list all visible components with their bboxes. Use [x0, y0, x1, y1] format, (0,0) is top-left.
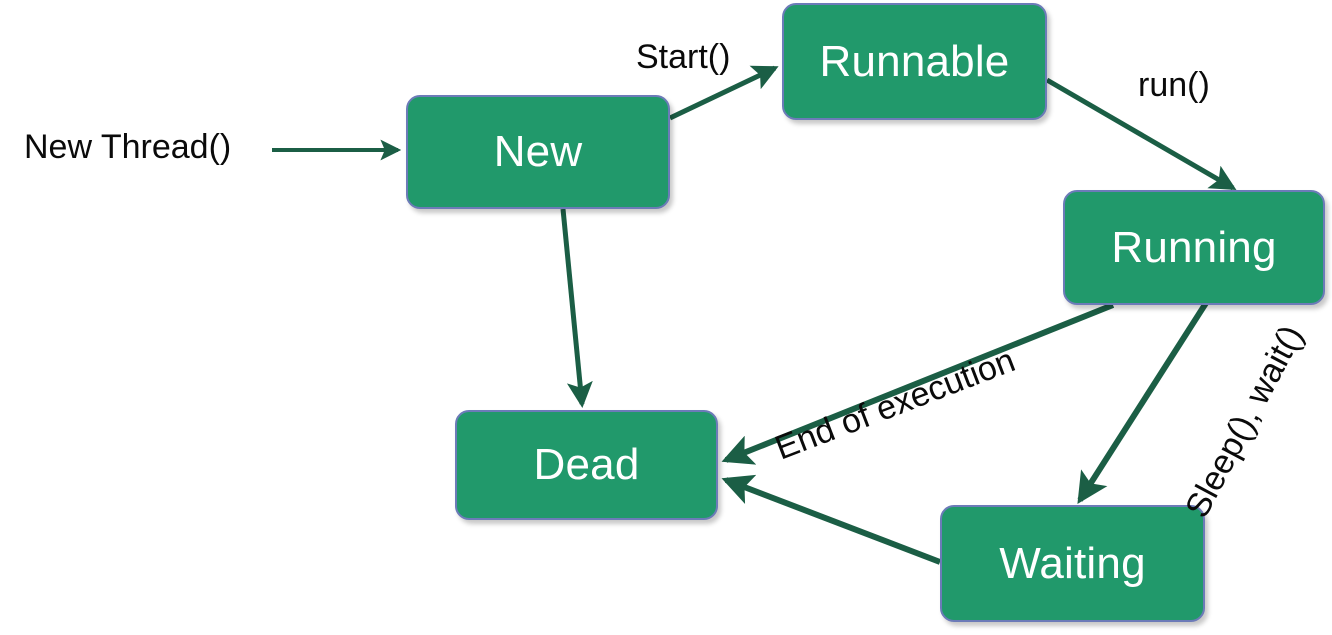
state-node-new-label: New — [493, 127, 583, 176]
edge-running-to-waiting — [1077, 301, 1209, 505]
state-node-runnable-label: Runnable — [819, 36, 1010, 86]
state-node-new[interactable]: New — [406, 95, 670, 209]
state-node-runnable[interactable]: Runnable — [782, 3, 1047, 120]
state-node-waiting-label: Waiting — [999, 538, 1146, 588]
edge-new-to-dead — [560, 208, 593, 408]
edge-line-waiting-to-dead — [721, 474, 942, 565]
state-node-running-label: Running — [1111, 222, 1277, 272]
edge-running-to-dead — [721, 302, 1115, 465]
edge-line-runnable-to-running — [1045, 77, 1237, 191]
edge-new-to-runnable — [668, 65, 779, 121]
edge-label-run: run() — [1138, 66, 1210, 104]
edge-line-running-to-waiting — [1077, 301, 1209, 505]
edge-runnable-to-running — [1045, 77, 1237, 191]
edge-label-start: Start() — [636, 38, 731, 76]
edge-line-running-to-dead — [721, 302, 1115, 465]
state-node-dead[interactable]: Dead — [455, 410, 718, 520]
edge-waiting-to-dead — [721, 474, 942, 565]
state-node-dead-label: Dead — [533, 440, 640, 489]
state-node-waiting[interactable]: Waiting — [940, 505, 1205, 622]
edge-label-new-thread: New Thread() — [24, 128, 232, 166]
edge-line-new-to-runnable — [668, 65, 779, 121]
edge-line-new-to-dead — [560, 208, 593, 408]
state-node-running[interactable]: Running — [1063, 190, 1325, 305]
